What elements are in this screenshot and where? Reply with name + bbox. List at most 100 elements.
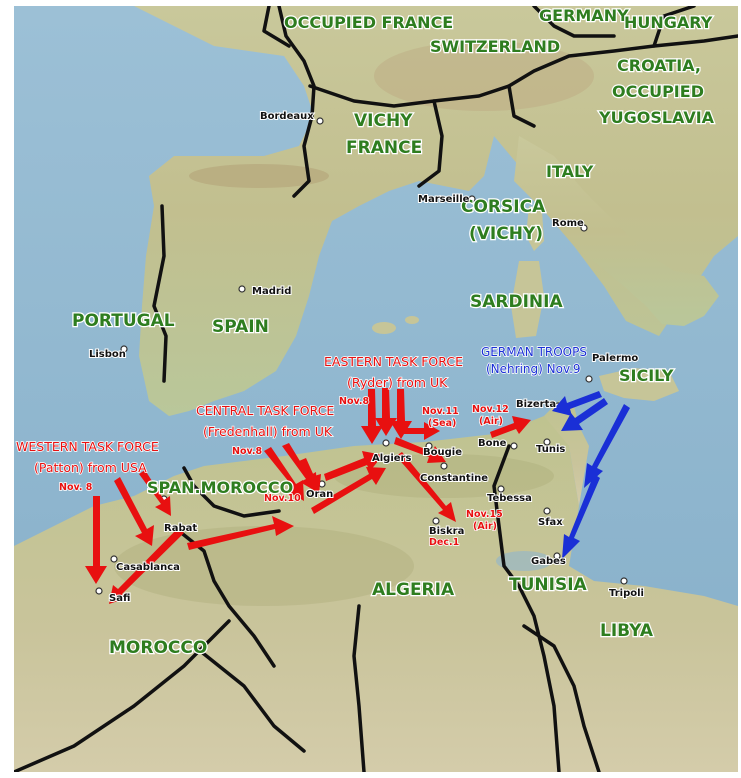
label-vichy: VICHY [354,111,413,131]
city-sfax: Sfax [538,517,563,528]
label-yugoslavia: YUGOSLAVIA [598,108,715,127]
sea-to-bougie-arrow [399,422,440,440]
german-arrow-sicily-bizerta [552,391,602,416]
force-labels: WESTERN TASK FORCE (Patton) from USA Nov… [15,344,587,549]
eastern-task-force-title: EASTERN TASK FORCE [324,354,463,369]
central-task-force-date: Nov.8 [232,446,263,457]
label-morocco: MOROCCO [109,638,207,658]
central-task-force-sub: (Fredenhall) from UK [203,424,333,439]
western-arrow-casablanca [114,477,154,546]
city-madrid: Madrid [252,286,291,297]
label-libya: LIBYA [600,621,654,641]
label-croatia: CROATIA, [617,56,701,75]
oran-date: Nov.10 [264,493,301,504]
eastern-task-force-sub: (Ryder) from UK [347,375,448,390]
label-occupied: OCCUPIED [612,82,704,101]
western-arrow-rabat [139,470,171,516]
europe-land [134,6,738,416]
oran-to-algiers-arrow [324,451,383,481]
city-biskra: Biskra [429,526,464,537]
city-safi: Safi [109,593,130,604]
city-rome: Rome [552,218,584,229]
air15-landing-type: (Air) [473,521,497,532]
sardinia-island [511,261,544,338]
rabat-to-safi-arrow [109,528,184,604]
german-troops-title: GERMAN TROOPS [481,345,587,359]
western-task-force-sub: (Patton) from USA [34,460,147,475]
city-constantine: Constantine [420,473,488,484]
italy-peninsula [514,136,719,326]
city-tripoli: Tripoli [609,588,644,599]
city-tebessa: Tebessa [487,493,532,504]
city-gabes: Gabes [531,556,566,567]
label-corsica: CORSICA [461,197,546,217]
western-task-force-title: WESTERN TASK FORCE [16,439,159,454]
algiers-to-bougie-arrow [394,437,446,463]
city-casablanca: Casablanca [116,562,180,573]
balearic-island [372,322,396,334]
western-arrow-safi [85,496,107,584]
south-to-algiers-arrow [311,467,386,514]
balearic-island [405,316,419,324]
eastern-arrow-1 [361,389,383,444]
city-bone: Bone [478,438,507,449]
label-hungary: HUNGARY [624,13,713,32]
borders [14,6,738,772]
algiers-to-biskra-arrow [396,452,456,522]
rabat-to-algeria-arrow [187,516,294,550]
alps-shading [374,41,594,111]
eastern-task-force-date: Nov.8 [339,396,370,407]
city-labels: Bordeaux Marseille Rome Madrid Lisbon Pa… [88,110,645,605]
label-portugal: PORTUGAL [72,311,175,331]
central-task-force-title: CENTRAL TASK FORCE [196,403,334,418]
city-oran: Oran [306,489,333,500]
label-span-morocco: SPAN.MOROCCO [147,478,293,497]
label-sicily: SICILY [619,366,674,385]
label-italy: ITALY [546,162,594,181]
air-landing-type: (Air) [479,416,503,427]
label-sardinia: SARDINIA [470,292,563,312]
city-palermo: Palermo [592,353,638,364]
corsica-island [526,206,544,251]
german-arrow-south-2 [562,474,600,559]
label-algeria: ALGERIA [372,580,455,600]
city-algiers: Algiers [372,453,411,464]
operation-torch-map: OCCUPIED FRANCE GERMANY HUNGARY SWITZERL… [14,6,738,772]
sea-landing-date: Nov.11 [422,406,459,417]
sea-landing-type: (Sea) [428,418,456,429]
central-arrow-3 [299,458,321,494]
label-france: FRANCE [346,138,422,158]
city-bordeaux: Bordeaux [260,111,314,122]
allied-arrows [85,388,531,604]
country-labels: OCCUPIED FRANCE GERMANY HUNGARY SWITZERL… [71,6,716,659]
sicily-island [599,368,679,401]
label-switzerland: SWITZERLAND [430,37,560,56]
africa-land [14,416,738,772]
city-bougie: Bougie [423,447,462,458]
pyrenees-shading [189,164,329,188]
air15-landing-date: Nov.15 [466,509,503,520]
bone-to-bizerta-arrow [490,416,531,438]
german-arrows [552,391,630,559]
german-arrow-sicily-tunis [561,398,608,431]
western-task-force-date: Nov. 8 [59,482,93,493]
label-occupied-france: OCCUPIED FRANCE [284,13,453,32]
german-arrow-south-1 [584,404,630,488]
biskra-date: Dec.1 [429,537,459,548]
city-bizerta: Bizerta [516,399,556,410]
eastern-arrow-2 [375,388,397,436]
city-rabat: Rabat [164,523,197,534]
label-corsica-vichy: (VICHY) [469,224,543,244]
label-spain: SPAIN [212,317,269,337]
city-lisbon: Lisbon [89,349,126,360]
central-arrow-2 [282,443,317,492]
chott-lake [496,551,552,571]
german-troops-sub: (Nehring) Nov.9 [486,362,581,376]
label-tunisia: TUNISIA [509,575,588,595]
city-tunis: Tunis [536,444,565,455]
city-markers [95,117,628,595]
city-marseille: Marseille [418,194,470,205]
central-arrow-1 [264,447,304,501]
label-germany: GERMANY [539,6,629,25]
eastern-arrow-3 [390,389,412,439]
